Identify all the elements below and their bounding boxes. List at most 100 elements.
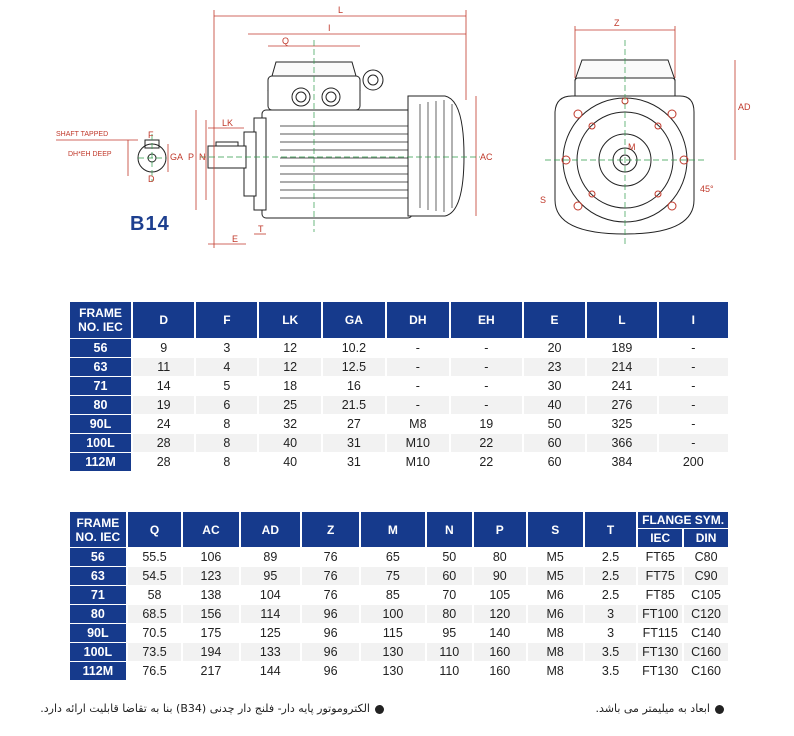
table-cell: 123: [183, 567, 239, 585]
flange-din-header: DIN: [684, 529, 728, 547]
frame-size-cell: 100L: [70, 643, 126, 661]
table-cell: -: [450, 358, 522, 376]
column-header: GA: [322, 302, 385, 338]
table-cell: 110: [426, 643, 473, 661]
table-cell: 276: [587, 396, 657, 414]
table-cell: 9: [160, 341, 168, 355]
column-header: FRAME NO. IEC: [70, 512, 126, 547]
table-cell: 4: [196, 358, 258, 376]
table-cell: 8: [223, 455, 231, 469]
table-cell: 30: [547, 379, 562, 393]
table-cell: 96: [302, 643, 360, 661]
table-cell: 194: [183, 643, 239, 661]
table-cell: 80: [492, 550, 507, 564]
table-cell: FT85: [645, 588, 675, 602]
table-cell: 16: [346, 379, 361, 393]
dimension-table-1: FRAME NO. IEC D F LK GA DH EH E L I 56 9 3…: [68, 301, 730, 472]
table-cell: 54.5: [127, 567, 182, 585]
table-cell: 140: [489, 626, 511, 640]
table-cell: 28: [156, 455, 171, 469]
dim-label-l: L: [338, 5, 343, 15]
dim-label-m: M: [628, 142, 636, 152]
table-cell: 120: [474, 605, 526, 623]
flange-sym-header: FLANGE SYM.: [638, 512, 728, 528]
frame-size-cell: 100L: [70, 434, 131, 452]
table-cell: 3.5: [601, 664, 620, 678]
table-cell: 11: [132, 358, 195, 376]
frame-size-cell: 56: [70, 339, 131, 357]
table-cell: C80: [694, 550, 718, 564]
column-header: S: [527, 512, 583, 547]
dim-label-s: S: [540, 195, 546, 205]
table-cell: 125: [259, 626, 281, 640]
table-cell: FT100: [638, 605, 683, 623]
table-cell: 175: [200, 626, 222, 640]
dim-label-z: Z: [614, 18, 620, 28]
footnote-b34-text: الکتروموتور پایه دار- فلنج دار چدنی (B34…: [40, 702, 370, 715]
dim-label-lk: LK: [222, 118, 233, 128]
table-cell: 95: [442, 626, 457, 640]
table-cell: 70: [442, 588, 457, 602]
table-cell: 76.5: [142, 664, 167, 678]
table-cell: C90: [684, 567, 728, 585]
frame-size-cell: 112M: [70, 453, 131, 471]
table-cell: C105: [691, 588, 722, 602]
table-cell: -: [450, 396, 522, 414]
table-cell: 189: [611, 341, 633, 355]
table-cell: 25: [259, 396, 321, 414]
column-header: F: [196, 302, 258, 338]
column-header: LK: [259, 302, 321, 338]
table-cell: 76: [302, 567, 360, 585]
bullet-icon: [715, 704, 724, 714]
table-cell: -: [691, 417, 696, 431]
motor-side-view: [207, 61, 465, 219]
table-cell: 366: [587, 434, 657, 452]
table-cell: -: [658, 396, 728, 414]
column-header: M: [361, 512, 425, 547]
table-cell: FT130: [642, 664, 679, 678]
table-cell: C120: [684, 605, 728, 623]
table-cell: FT130: [638, 643, 683, 661]
table-cell: 31: [322, 434, 385, 452]
table-cell: 50: [547, 417, 562, 431]
table-cell: 12.5: [322, 358, 385, 376]
bullet-icon: [375, 704, 384, 714]
table-cell: M8: [546, 664, 564, 678]
table-cell: -: [658, 358, 728, 376]
column-header: AC: [183, 512, 239, 547]
column-header: T: [584, 512, 637, 547]
dim-label-e: E: [232, 234, 238, 244]
table-cell: 50: [442, 550, 457, 564]
table-cell: 19: [132, 396, 195, 414]
motor-dimension-drawing: L I Q LK E T P N AC Z AD M S 45° F GA D …: [56, 5, 751, 248]
table-cell: 138: [200, 588, 222, 602]
table-cell: 76: [323, 588, 338, 602]
table-cell: 65: [385, 550, 400, 564]
table-cell: 2.5: [584, 567, 637, 585]
frame-size-cell: 80: [70, 396, 131, 414]
table-cell: 76: [323, 550, 338, 564]
table-cell: C160: [691, 664, 722, 678]
table-cell: 3: [607, 626, 615, 640]
table-cell: 110: [439, 664, 460, 678]
table-cell: C160: [684, 643, 728, 661]
table-cell: 40: [259, 434, 321, 452]
table-header-row: FRAME NO. IEC D F LK GA DH EH E L I: [70, 302, 728, 338]
table-cell: 384: [611, 455, 633, 469]
table-cell: 40: [283, 455, 298, 469]
table-cell: 18: [283, 379, 298, 393]
table-cell: 133: [240, 643, 300, 661]
table-cell: 144: [259, 664, 281, 678]
dim-label-d: D: [148, 174, 155, 184]
table-cell: 85: [385, 588, 400, 602]
table-cell: 3: [584, 605, 637, 623]
table-cell: 214: [587, 358, 657, 376]
dimension-table-2: FRAME NO. IEC Q AC AD Z M N P S T FLANGE…: [68, 511, 730, 681]
table-cell: 96: [323, 626, 338, 640]
table-cell: 2.5: [601, 550, 620, 564]
frame-size-cell: 90L: [70, 624, 126, 642]
